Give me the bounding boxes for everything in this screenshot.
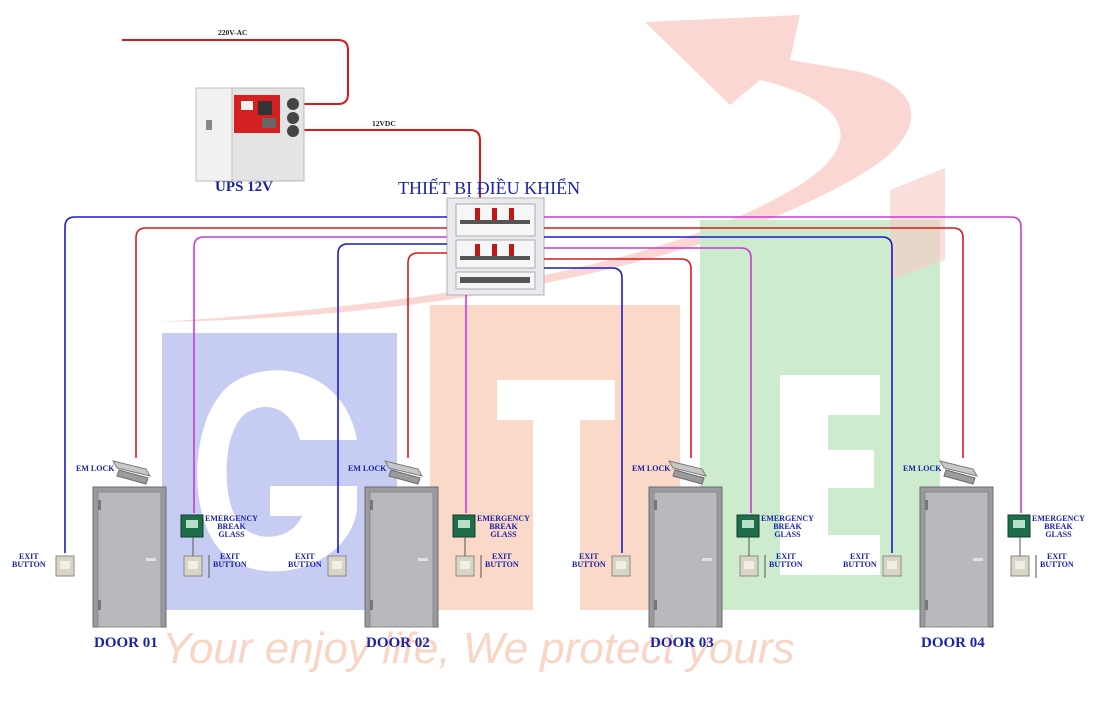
break-glass-window xyxy=(186,520,198,528)
exit-button-face xyxy=(616,561,626,569)
dc-wire xyxy=(296,129,481,205)
wire-break-door3 xyxy=(544,247,752,513)
em-lock-label: EM LOCK xyxy=(76,464,115,473)
exit-button-face xyxy=(460,561,470,569)
door-label: DOOR 04 xyxy=(921,635,985,651)
wire-break-door4 xyxy=(544,216,1022,513)
break-glass-window xyxy=(458,520,470,528)
wire-exit-door3 xyxy=(544,267,623,553)
exit-button-face xyxy=(332,561,342,569)
break-glass-window xyxy=(742,520,754,528)
wire-break-door1 xyxy=(193,236,447,513)
door-handle xyxy=(146,558,156,561)
em-lock-plate xyxy=(116,469,149,485)
em-lock-label: EM LOCK xyxy=(903,464,942,473)
exit-button-face xyxy=(744,561,754,569)
door-hinge xyxy=(654,600,657,610)
door-assembly xyxy=(611,460,766,628)
em-lock-plate xyxy=(943,469,976,485)
controller-panel xyxy=(446,197,545,296)
door-assembly xyxy=(55,460,210,628)
wire-exit-door2 xyxy=(337,243,447,553)
door-assembly xyxy=(882,460,1037,628)
door-hinge xyxy=(654,500,657,510)
door-hinge xyxy=(98,600,101,610)
ac-wire xyxy=(122,39,349,105)
em-lock-label: EM LOCK xyxy=(348,464,387,473)
exit-button-face xyxy=(887,561,897,569)
ups-label: UPS 12V xyxy=(215,179,273,195)
power-wires xyxy=(122,39,481,205)
door-hinge xyxy=(98,500,101,510)
logo-slogan: Your enjoy life, We protect yours xyxy=(162,624,795,673)
break-glass-window xyxy=(1013,520,1025,528)
door-hinge xyxy=(925,500,928,510)
em-lock-icon xyxy=(111,460,152,477)
wire-lock-door1 xyxy=(135,227,447,458)
logo-letter-g xyxy=(197,370,357,572)
door-handle xyxy=(418,558,428,561)
em-lock-icon xyxy=(383,460,424,477)
door-assembly xyxy=(327,460,482,628)
em-lock-label: EM LOCK xyxy=(632,464,671,473)
door-label: DOOR 03 xyxy=(650,635,714,651)
ups-box xyxy=(195,87,305,182)
wire-lock-door4 xyxy=(544,227,964,458)
dc-wire-label: 12VDC xyxy=(372,119,396,128)
wire-lock-door3 xyxy=(544,258,692,458)
em-lock-plate xyxy=(388,469,421,485)
door-label: DOOR 02 xyxy=(366,635,430,651)
logo-letter-e xyxy=(780,375,880,575)
door-hinge xyxy=(370,600,373,610)
em-lock-plate xyxy=(672,469,705,485)
exit-button-face xyxy=(1015,561,1025,569)
logo-letter-t xyxy=(497,380,615,610)
logo-swoosh xyxy=(160,15,912,322)
controller-title: THIẾT BỊ ĐIỀU KHIỂN xyxy=(398,178,581,198)
doors xyxy=(55,460,1037,628)
logo-accent xyxy=(890,168,945,280)
exit-button-face xyxy=(188,561,198,569)
em-lock-icon xyxy=(938,460,979,477)
signal-wires xyxy=(64,216,1022,553)
door-handle xyxy=(973,558,983,561)
exit-button-face xyxy=(60,561,70,569)
door-label: DOOR 01 xyxy=(94,635,158,651)
door-hinge xyxy=(370,500,373,510)
em-lock-icon xyxy=(667,460,708,477)
wire-exit-door4 xyxy=(544,236,893,553)
wire-exit-door1 xyxy=(64,216,447,553)
wire-lock-door2 xyxy=(407,252,447,458)
door-handle xyxy=(702,558,712,561)
ac-wire-label: 220V-AC xyxy=(218,28,248,37)
door-hinge xyxy=(925,600,928,610)
